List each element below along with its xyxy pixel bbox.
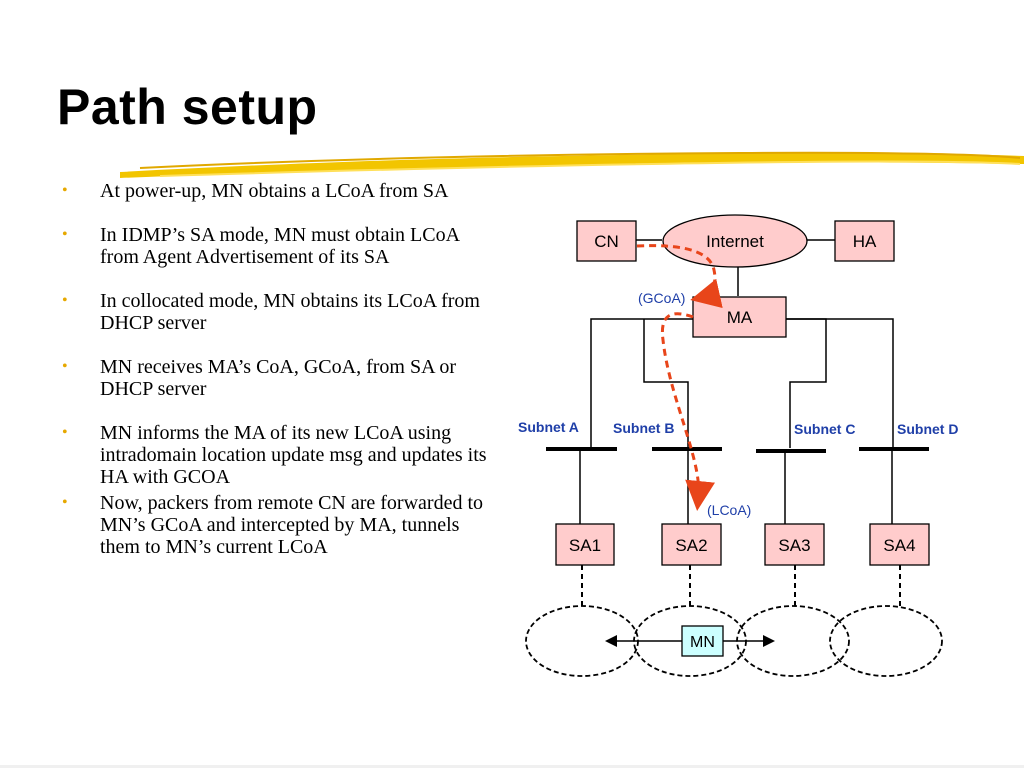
sa2-node: SA2	[661, 523, 722, 566]
sa1-label: SA1	[569, 536, 601, 555]
sa3-label: SA3	[778, 536, 810, 555]
bullet-text: Now, packers from remote CN are forwarde…	[100, 492, 483, 558]
mn-node: MN	[681, 625, 724, 657]
link-ma-subnet-a	[590, 318, 693, 448]
bullet-marker: •	[62, 182, 68, 199]
sa3-node: SA3	[764, 523, 825, 566]
ma-node: MA	[692, 296, 787, 338]
bullet-item: • In IDMP’s SA mode, MN must obtain LCoA …	[60, 224, 500, 268]
bullet-marker: •	[62, 424, 68, 441]
internet-label: Internet	[706, 232, 764, 251]
bullet-text: MN receives MA’s CoA, GCoA, from SA or D…	[100, 356, 457, 400]
path-cn-to-ma-arrow	[636, 244, 723, 309]
path-ma-to-sa2-arrow	[660, 312, 716, 511]
bullet-list: •At power-up, MN obtains a LCoA from SA …	[60, 180, 500, 558]
sa4-label: SA4	[883, 536, 915, 555]
bottom-rule	[0, 765, 1024, 768]
sa2-label: SA2	[675, 536, 707, 555]
cn-node: CN	[576, 220, 637, 262]
ma-label: MA	[727, 308, 753, 327]
bullet-marker: •	[62, 226, 68, 243]
gcoa-annotation: (GCoA)	[638, 290, 685, 306]
bullet-item: • MN receives MA’s CoA, GCoA, from SA or …	[60, 356, 500, 400]
subnet-c-label: Subnet C	[794, 421, 855, 437]
link-ma-subnet-d	[786, 318, 894, 448]
bullet-item: • MN informs the MA of its new LCoA using…	[60, 422, 500, 488]
bullet-text: MN informs the MA of its new LCoA using …	[100, 422, 487, 488]
title-underline-decoration	[120, 151, 1024, 178]
slide-title: Path setup	[57, 79, 318, 135]
bullet-text: In IDMP’s SA mode, MN must obtain LCoA f…	[100, 224, 459, 268]
bullet-marker: •	[62, 494, 68, 511]
lcoa-annotation: (LCoA)	[707, 502, 751, 518]
bullet-marker: •	[62, 358, 68, 375]
cn-label: CN	[594, 232, 619, 251]
coverage-cell-4	[829, 605, 943, 677]
mn-label: MN	[690, 634, 715, 651]
bullet-item: • In collocated mode, MN obtains its LCoA…	[60, 290, 500, 334]
sa1-node: SA1	[555, 523, 615, 566]
sa4-node: SA4	[869, 523, 930, 566]
bullet-text: In collocated mode, MN obtains its LCoA …	[100, 290, 480, 334]
bullet-text: At power-up, MN obtains a LCoA from SA	[100, 180, 449, 202]
link-ma-subnet-b	[643, 319, 689, 448]
bullet-marker: •	[62, 292, 68, 309]
subnet-d-label: Subnet D	[897, 421, 958, 437]
bullet-item: • Now, packers from remote CN are forward…	[60, 492, 500, 558]
subnet-b-label: Subnet B	[613, 420, 674, 436]
network-diagram: CN Internet HA MA SA1 SA2 SA3 SA4 MN Sub…	[518, 214, 958, 677]
bullet-item: • At power-up, MN obtains a LCoA from SA	[60, 180, 500, 202]
subnet-a-label: Subnet A	[518, 419, 579, 435]
ha-label: HA	[853, 232, 877, 251]
ha-node: HA	[834, 220, 895, 262]
internet-node: Internet	[662, 214, 808, 268]
